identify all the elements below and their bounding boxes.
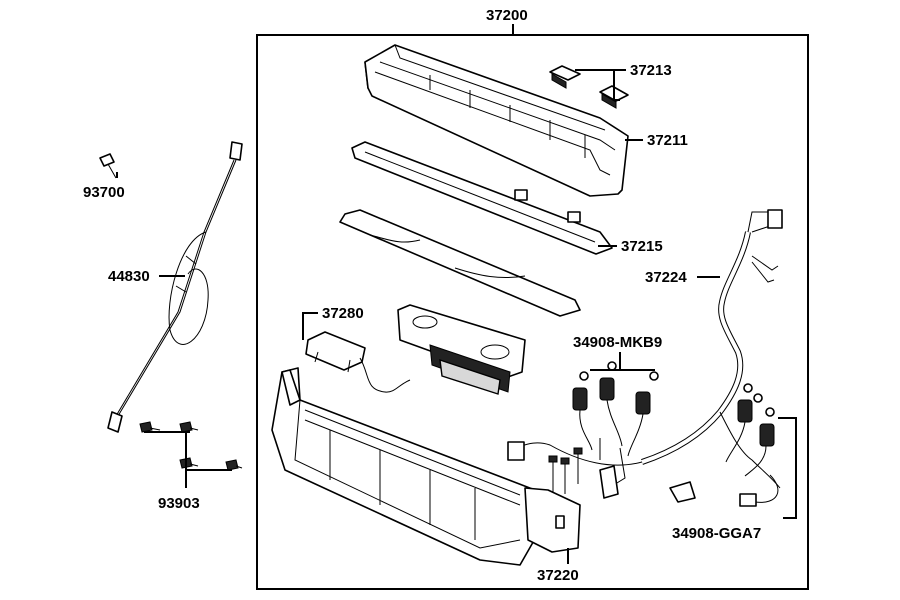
meter-panel bbox=[339, 141, 613, 317]
label-93903: 93903 bbox=[158, 495, 200, 512]
leader-34908-mkb9 bbox=[590, 352, 655, 371]
label-93700: 93700 bbox=[83, 184, 125, 201]
meter-case-upper bbox=[364, 44, 629, 197]
label-37224: 37224 bbox=[645, 269, 687, 286]
leader-37280 bbox=[302, 312, 318, 340]
label-37220: 37220 bbox=[537, 567, 579, 584]
sub-harness bbox=[305, 331, 411, 393]
instrument-module bbox=[397, 304, 526, 395]
label-44830: 44830 bbox=[108, 268, 150, 285]
bulb-sockets-upper bbox=[572, 361, 659, 457]
lens-clip-1 bbox=[549, 65, 581, 89]
label-37213: 37213 bbox=[630, 62, 672, 79]
label-37280: 37280 bbox=[322, 305, 364, 322]
speedo-cable bbox=[107, 141, 243, 433]
meter-case-lower bbox=[271, 367, 581, 566]
leader-93903 bbox=[144, 431, 232, 488]
assembly-box bbox=[256, 34, 809, 590]
main-harness bbox=[507, 209, 783, 507]
label-37215: 37215 bbox=[621, 238, 663, 255]
screw-93700 bbox=[99, 153, 117, 179]
label-37200: 37200 bbox=[486, 7, 528, 24]
mount-screws bbox=[548, 447, 583, 494]
bulb-sockets-lower bbox=[725, 383, 775, 477]
label-34908-gga7: 34908-GGA7 bbox=[672, 525, 761, 542]
label-34908-mkb9: 34908-MKB9 bbox=[573, 334, 662, 351]
leader-37213 bbox=[575, 69, 626, 101]
tapping-screws bbox=[139, 421, 243, 471]
leader-34908-gga7 bbox=[778, 417, 797, 519]
label-37211: 37211 bbox=[647, 132, 688, 149]
